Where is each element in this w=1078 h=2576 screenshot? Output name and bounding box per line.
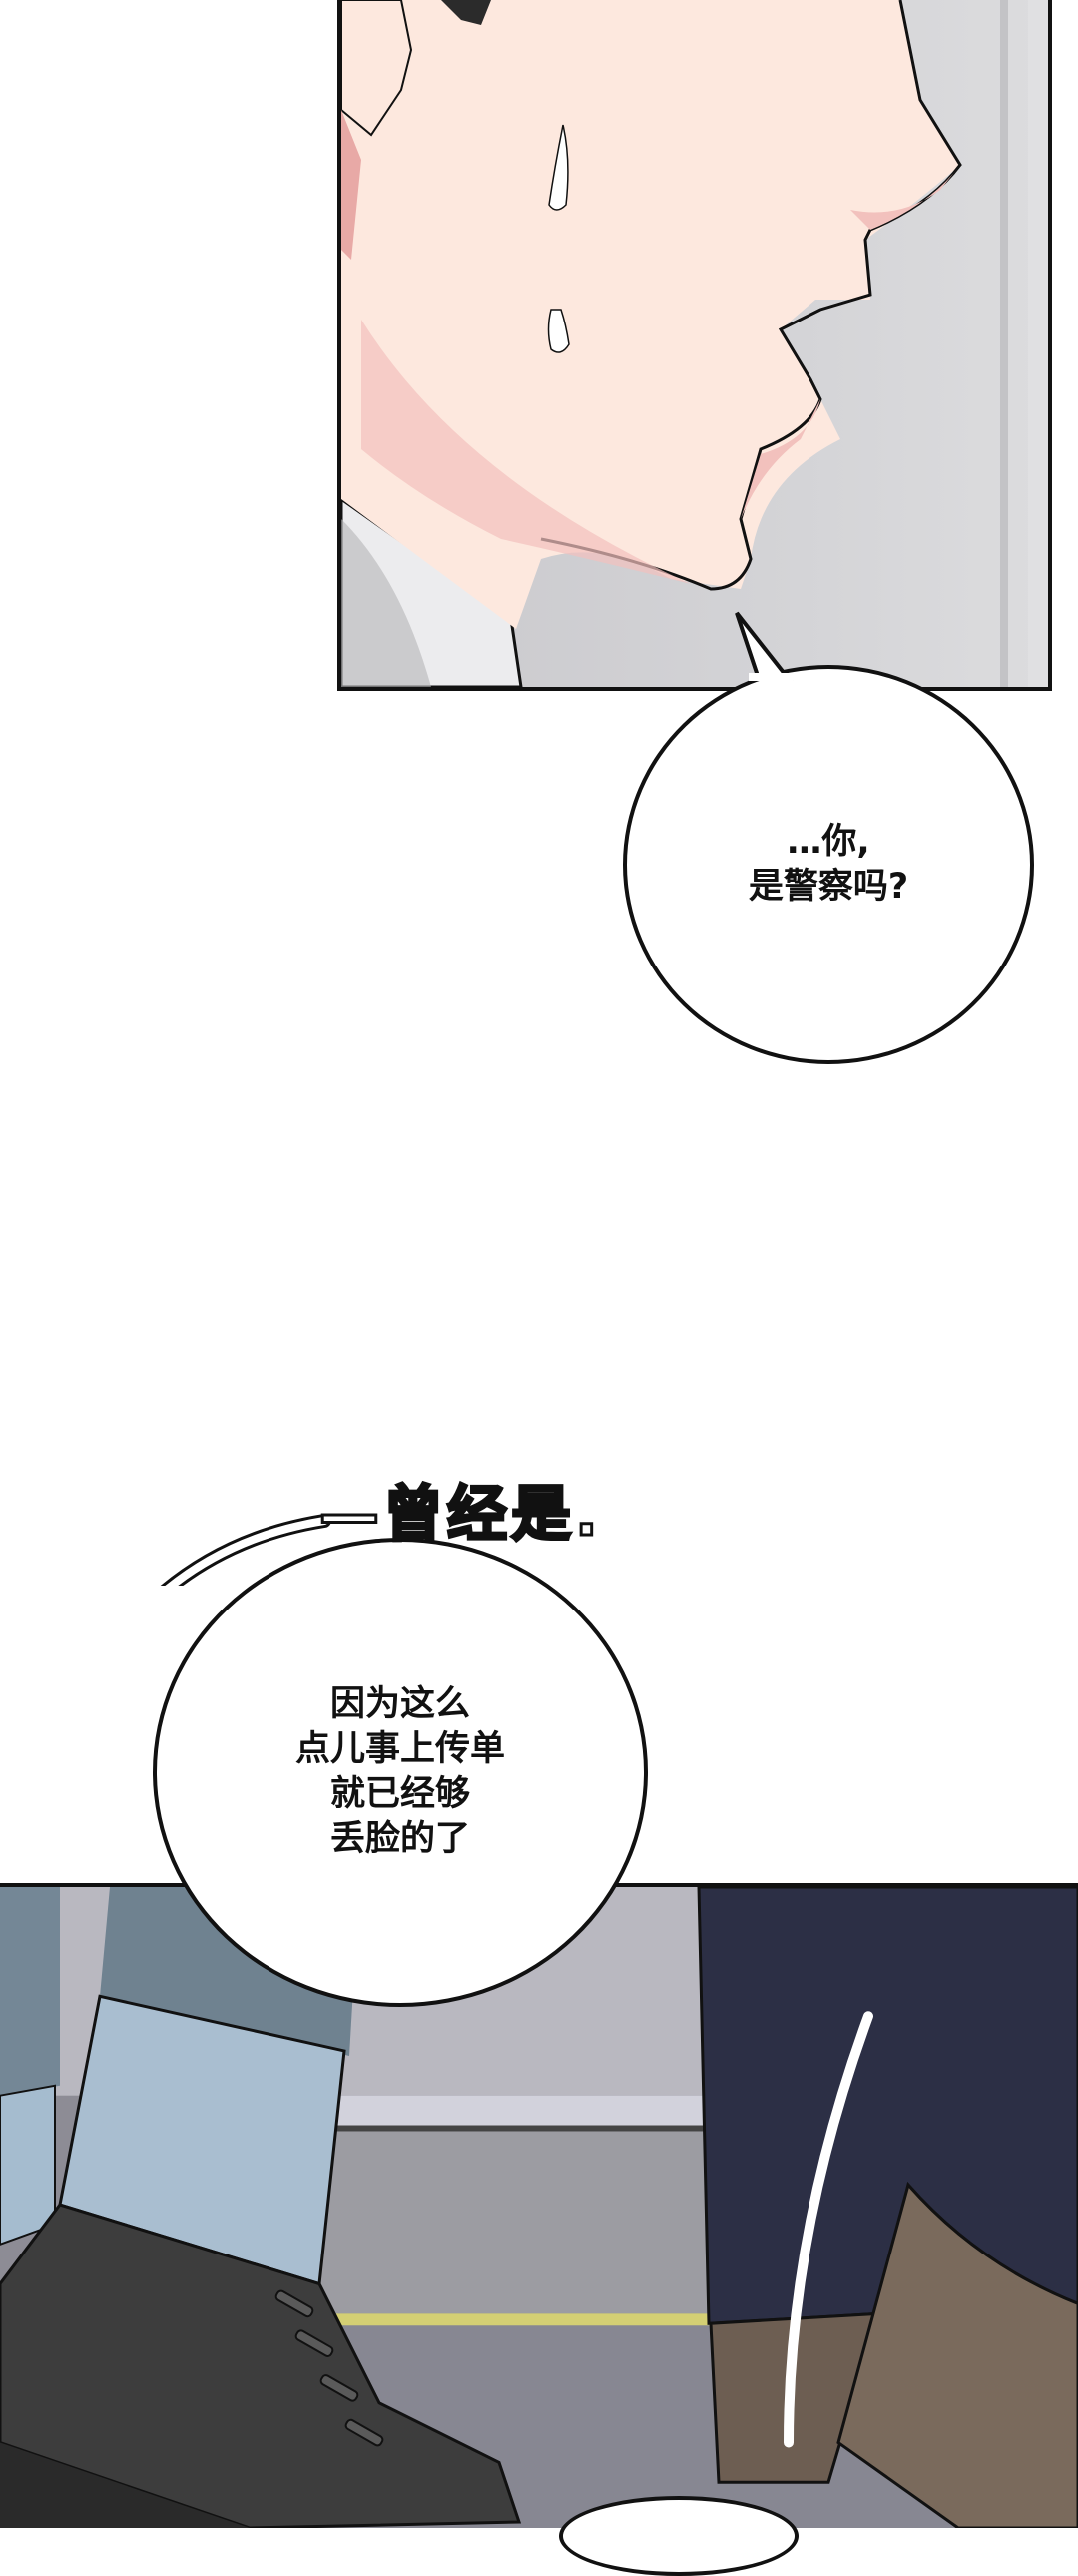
speech-bubble-partial bbox=[559, 2496, 799, 2576]
sfx-text: —曾经是. bbox=[318, 1479, 602, 1552]
sfx-handwritten-once-was bbox=[160, 1514, 331, 1586]
speech-bubble-embarrassing: 因为这么 点儿事上传单 就已经够 丢脸的了 bbox=[153, 1538, 648, 2007]
speech-bubble-police-question: …你, 是警察吗? bbox=[623, 665, 1034, 1064]
panel-face-closeup bbox=[337, 0, 1052, 691]
bubble-text: …你, 是警察吗? bbox=[748, 822, 909, 907]
panel-feet-street bbox=[0, 1883, 1078, 2528]
face-illustration bbox=[341, 0, 1048, 687]
bubble-tail bbox=[735, 611, 794, 681]
bubble-text: 因为这么 点儿事上传单 就已经够 丢脸的了 bbox=[294, 1684, 505, 1859]
feet-illustration bbox=[0, 1887, 1078, 2528]
